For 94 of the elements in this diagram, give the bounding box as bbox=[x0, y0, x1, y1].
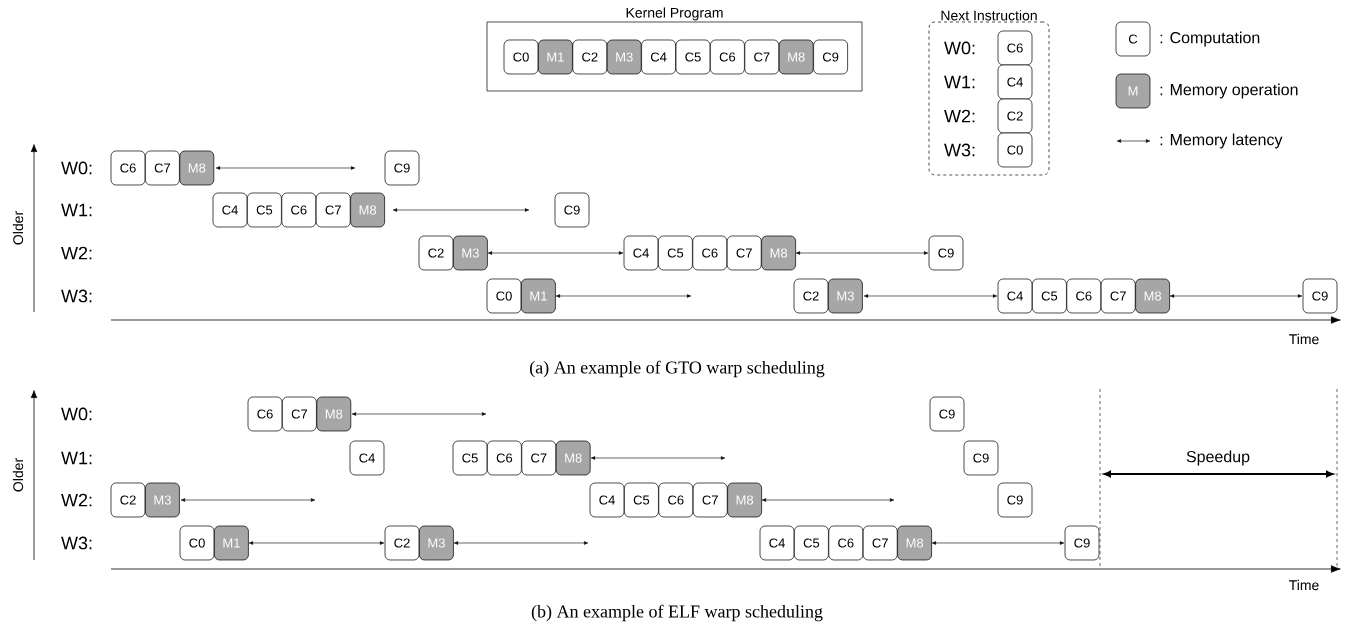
memory-op-box: M3 bbox=[606, 39, 642, 75]
row-label: W3: bbox=[944, 143, 975, 157]
instruction-box: C0 bbox=[997, 132, 1033, 168]
instruction-box: C5 bbox=[1032, 278, 1067, 314]
instruction-box: C9 bbox=[928, 235, 964, 271]
memory-op-box: M3 bbox=[419, 525, 454, 561]
row-label: W0: bbox=[944, 41, 975, 55]
instruction-box: C4 bbox=[349, 440, 385, 476]
caption: (a) An example of GTO warp scheduling bbox=[530, 360, 825, 378]
instruction-box: C4 bbox=[997, 64, 1033, 100]
memory-op-box: M8 bbox=[179, 150, 215, 186]
instruction-box: C9 bbox=[1064, 525, 1100, 561]
instruction-box: C7 bbox=[862, 525, 898, 561]
memory-op-box: M8 bbox=[350, 192, 385, 228]
axis-label: Older bbox=[12, 211, 24, 245]
instruction-box: C2 bbox=[572, 39, 608, 75]
memory-op-box: M3 bbox=[828, 278, 863, 314]
legend-text: : Memory latency bbox=[1160, 133, 1283, 149]
instruction-box: C6 bbox=[710, 39, 745, 75]
memory-op-box: M3 bbox=[145, 482, 180, 518]
memory-op-box: M8 bbox=[727, 482, 762, 518]
instruction-box: C0 bbox=[179, 525, 215, 561]
row-label: W1: bbox=[944, 75, 975, 89]
instruction-box: C9 bbox=[929, 396, 965, 432]
row-label: W1: bbox=[61, 203, 92, 217]
node-label: Kernel Program bbox=[626, 7, 723, 21]
instruction-box: C5 bbox=[247, 192, 282, 228]
row-label: W2: bbox=[61, 493, 92, 507]
instruction-box: C5 bbox=[794, 525, 829, 561]
memory-op-box: M1 bbox=[214, 525, 249, 561]
row-label: W0: bbox=[61, 407, 92, 421]
instruction-box: C6 bbox=[281, 192, 317, 228]
instruction-box: C6 bbox=[487, 440, 522, 476]
instruction-box: C9 bbox=[813, 39, 848, 75]
memory-op-box: M8 bbox=[555, 440, 591, 476]
instruction-box: C7 bbox=[726, 235, 762, 271]
instruction-box: C6 bbox=[247, 396, 283, 432]
instruction-box: C4 bbox=[641, 39, 676, 75]
instruction-box: C2 bbox=[110, 482, 146, 518]
memory-op-box: M8 bbox=[897, 525, 932, 561]
instruction-box: C9 bbox=[554, 192, 590, 228]
node-label: Next Instruction bbox=[941, 10, 1037, 21]
instruction-box: C9 bbox=[384, 150, 420, 186]
instruction-box: C9 bbox=[1302, 278, 1338, 314]
instruction-box: C7 bbox=[521, 440, 557, 476]
instruction-box: C9 bbox=[963, 440, 999, 476]
instruction-box: C6 bbox=[110, 150, 146, 186]
instruction-box: C7 bbox=[145, 150, 180, 186]
instruction-box: C5 bbox=[452, 440, 488, 476]
instruction-box: C4 bbox=[212, 192, 248, 228]
instruction-box: C6 bbox=[692, 235, 728, 271]
instruction-box: C2 bbox=[384, 525, 420, 561]
instruction-box: C7 bbox=[692, 482, 728, 518]
memory-op-box: M8 bbox=[1135, 278, 1170, 314]
memory-op-box: M8 bbox=[761, 235, 796, 271]
instruction-box: C5 bbox=[624, 482, 659, 518]
row-label: W3: bbox=[61, 289, 92, 303]
row-label: W2: bbox=[61, 246, 92, 260]
instruction-box: C6 bbox=[828, 525, 864, 561]
row-label: W0: bbox=[61, 161, 92, 175]
axis-label: Time bbox=[1289, 579, 1319, 591]
instruction-box: C6 bbox=[1066, 278, 1102, 314]
instruction-box: C4 bbox=[759, 525, 795, 561]
row-label: W1: bbox=[61, 451, 92, 465]
instruction-box: C6 bbox=[658, 482, 694, 518]
instruction-box: C0 bbox=[486, 278, 522, 314]
instruction-box: C2 bbox=[997, 98, 1033, 134]
instruction-box: C7 bbox=[744, 39, 780, 75]
instruction-box: C2 bbox=[793, 278, 829, 314]
instruction-box: C0 bbox=[503, 39, 539, 75]
axis-label: Time bbox=[1289, 333, 1319, 345]
instruction-box: C4 bbox=[997, 278, 1033, 314]
instruction-box: C4 bbox=[623, 235, 659, 271]
row-label: W2: bbox=[944, 109, 975, 123]
memory-op-box: M1 bbox=[521, 278, 556, 314]
instruction-box: C7 bbox=[315, 192, 351, 228]
axis-label: Older bbox=[12, 458, 24, 492]
speedup-label: Speedup bbox=[1186, 450, 1250, 466]
instruction-box: C7 bbox=[1100, 278, 1136, 314]
row-label: W3: bbox=[61, 536, 92, 550]
instruction-box: C5 bbox=[658, 235, 693, 271]
legend-text: : Memory operation bbox=[1160, 83, 1298, 99]
instruction-box: C9 bbox=[997, 482, 1033, 518]
legend-text: : Computation bbox=[1160, 31, 1260, 47]
instruction-box: C5 bbox=[675, 39, 711, 75]
memory-op-box: M3 bbox=[453, 235, 488, 271]
memory-op-box: M1 bbox=[538, 39, 573, 75]
instruction-box: C2 bbox=[418, 235, 454, 271]
caption: (b) An example of ELF warp scheduling bbox=[531, 604, 823, 622]
instruction-box: C6 bbox=[997, 30, 1033, 66]
instruction-box: C7 bbox=[282, 396, 317, 432]
memory-op-box: M8 bbox=[316, 396, 352, 432]
instruction-box: C4 bbox=[589, 482, 625, 518]
memory-op-box: M8 bbox=[778, 39, 814, 75]
